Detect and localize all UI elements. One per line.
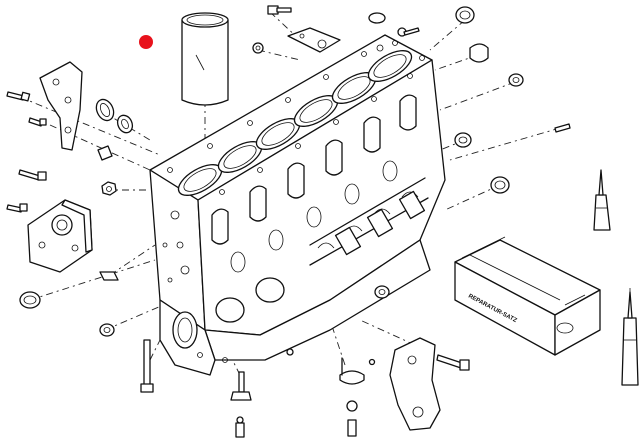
engine-mount-bracket [389,337,470,431]
hex-nut [101,181,117,196]
sealant-bottle [593,169,611,231]
vertical-bolts-bottom [140,339,252,438]
seal-rings-left [19,98,134,337]
cylinder-bores [177,50,413,196]
drain-plug-and-fittings [286,348,376,437]
side-face-details [162,210,285,363]
cylinder-liner [181,12,229,106]
callout-marker [139,35,153,49]
engine-block [149,34,446,376]
head-bolt-holes [167,40,425,195]
block-side-openings [211,94,417,273]
leader-lines [19,11,561,376]
repair-kit-box: REPARATUR-SATZ [454,236,601,356]
bolts-left [6,91,113,216]
top-fittings [252,5,420,54]
sealant-tube [621,288,639,386]
seal-rings-right [374,6,571,299]
pump-housing [27,199,93,273]
main-bearing-bores [309,177,429,266]
mounting-bracket [39,61,83,151]
